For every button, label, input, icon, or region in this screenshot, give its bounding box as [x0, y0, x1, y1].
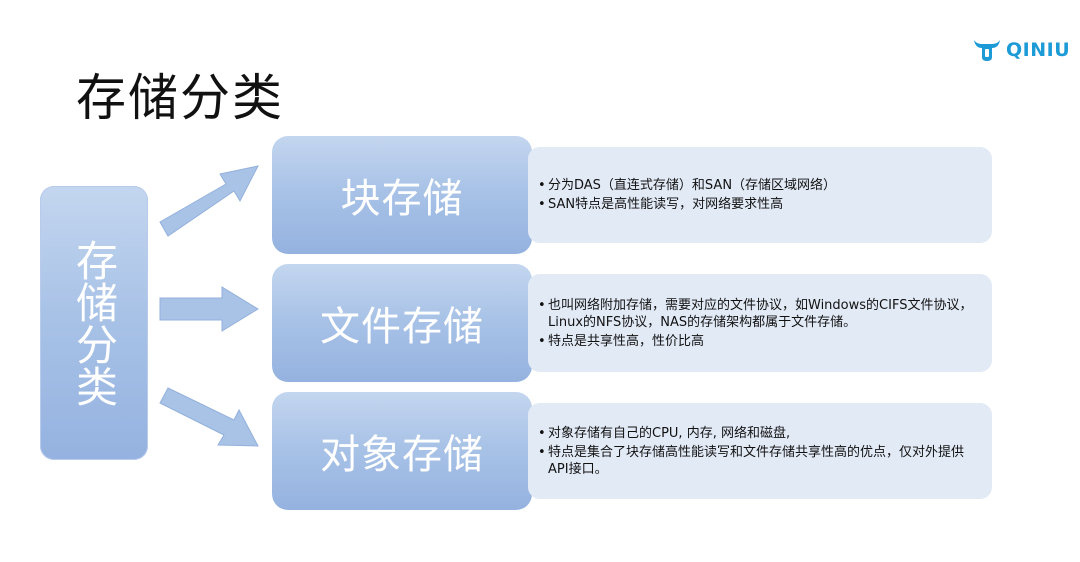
root-node: 存储分类	[40, 186, 148, 460]
desc-item: •特点是共享性高，性价比高	[538, 333, 705, 349]
desc-item: •也叫网络附加存储，需要对应的文件协议，如Windows的CIFS文件协议，Li…	[538, 297, 973, 330]
ox-horns-icon	[974, 40, 1000, 61]
root-label: 存储分类	[69, 239, 119, 407]
desc-object-storage: •对象存储有自己的CPU, 内存, 网络和磁盘, •特点是集合了块存储高性能读写…	[528, 403, 992, 499]
node-file-storage-label: 文件存储	[320, 304, 484, 350]
node-block-storage: 块存储	[272, 136, 532, 254]
desc-item: •SAN特点是高性能读写，对网络要求性高	[538, 197, 784, 212]
desc-item: •特点是集合了块存储高性能读写和文件存储共享性高的优点，仅对外提供API接口。	[538, 444, 965, 477]
desc-block-storage: •分为DAS（直连式存储）和SAN（存储区域网络） •SAN特点是高性能读写，对…	[528, 147, 992, 243]
desc-file-storage: •也叫网络附加存储，需要对应的文件协议，如Windows的CIFS文件协议，Li…	[528, 274, 992, 372]
node-object-storage-label: 对象存储	[320, 432, 484, 478]
desc-item: •分为DAS（直连式存储）和SAN（存储区域网络）	[538, 178, 837, 193]
arrow-to-file-storage	[159, 286, 259, 332]
qiniu-logo: QINIU	[972, 30, 1070, 70]
arrow-to-object-storage	[159, 387, 259, 447]
desc-item: •对象存储有自己的CPU, 内存, 网络和磁盘,	[538, 425, 791, 441]
node-file-storage: 文件存储	[272, 264, 532, 382]
logo-text: QINIU	[1006, 39, 1071, 61]
arrow-to-block-storage	[159, 165, 259, 237]
node-object-storage: 对象存储	[272, 392, 532, 510]
node-block-storage-label: 块存储	[340, 176, 464, 222]
slide-title: 存储分类	[76, 69, 284, 127]
